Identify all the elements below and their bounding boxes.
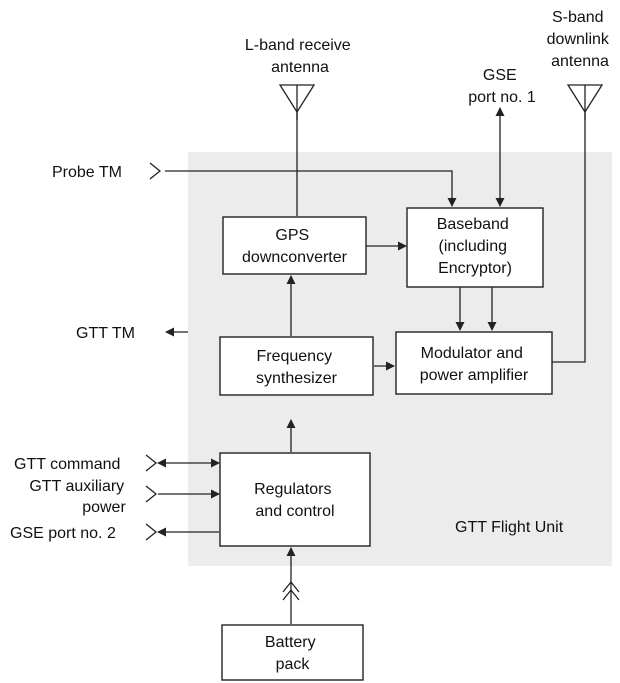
battery-pack-block: Battery pack <box>221 624 364 681</box>
svg-text:Battery pack: Battery pack <box>265 634 320 673</box>
svg-text:Modulator and power ampl: Modulator and power amplifier <box>420 345 529 384</box>
probe-tm-line <box>165 170 457 207</box>
s-band-to-modulator-line <box>552 112 586 363</box>
probe-tm-chevron-icon <box>149 162 162 180</box>
gtt-command-chevron-icon <box>145 454 158 472</box>
s-band-antenna-label: S-band downlink antenna <box>547 9 614 70</box>
connector-chevron-icon <box>282 580 300 601</box>
svg-text:GPS downconverter: GPS downconverter <box>242 227 348 266</box>
gps-downconverter-block: GPS downconverter <box>222 216 367 275</box>
gse-port-2-label: GSE port no. 2 <box>10 525 116 542</box>
gtt-command-label: GTT command <box>14 456 120 473</box>
baseband-block: Baseband (including Encryptor) <box>406 207 544 288</box>
gse-port-2-chevron-icon <box>145 523 158 541</box>
flight-unit-label: GTT Flight Unit <box>455 519 564 536</box>
gtt-aux-power-chevron-icon <box>145 485 158 503</box>
svg-text:Frequency synthesizer: Frequency synthesizer <box>256 348 338 387</box>
modulator-block: Modulator and power amplifier <box>395 331 553 395</box>
regulators-block: Regulators and control <box>219 452 371 547</box>
gtt-aux-power-label: GTT auxiliary power <box>29 478 128 516</box>
gse-port-1-label: GSE port no. 1 <box>468 67 536 106</box>
svg-text:Regulators and control: Regulators and control <box>254 481 336 520</box>
frequency-synthesizer-block: Frequency synthesizer <box>219 336 374 396</box>
svg-text:Baseband (including: Baseband (including Encryptor) <box>437 216 514 277</box>
l-band-antenna-label: L-band receive antenna <box>245 37 355 76</box>
probe-tm-label: Probe TM <box>52 164 122 181</box>
gtt-tm-label: GTT TM <box>76 325 135 342</box>
